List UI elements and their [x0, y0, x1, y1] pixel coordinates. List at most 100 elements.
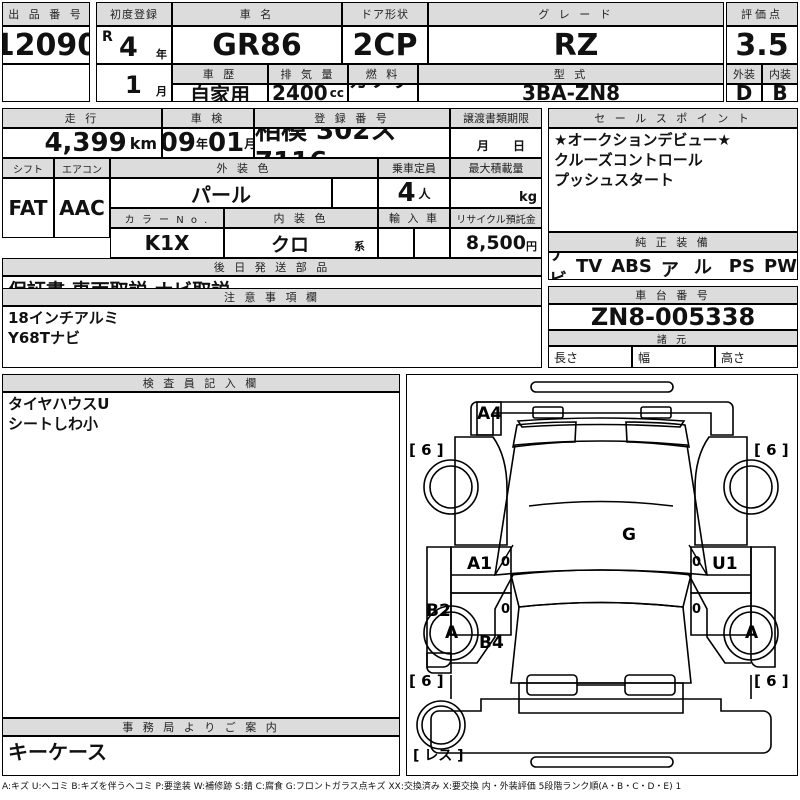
damage-mark-g[interactable]: G	[622, 525, 636, 545]
mileage-header: 走 行	[2, 108, 162, 128]
tire-depth-front-right[interactable]: [ 6 ]	[754, 441, 789, 459]
sales-point-line-3: プッシュスタート	[554, 170, 675, 189]
sales-point-header: セ ー ル ス ポ イ ン ト	[548, 108, 798, 128]
exterior-color-value: パール	[191, 182, 251, 207]
interior-color-value: クロ	[271, 233, 310, 256]
displacement-value: 2400	[272, 84, 328, 102]
notes-label: 注 意 事 項 欄	[224, 291, 320, 304]
color-no-value: K1X	[144, 231, 190, 255]
model-code-value-cell: 3BA-ZN8	[418, 84, 724, 102]
rating-value: 3.5	[735, 27, 789, 63]
rating-value-cell: 3.5	[726, 26, 798, 64]
door-shape-label: ドア形状	[361, 8, 409, 21]
interior-rank-label: 内装	[769, 68, 791, 81]
later-parts-label: 後 日 発 送 部 品	[213, 261, 331, 274]
tire-depth-rear-right[interactable]: [ 6 ]	[754, 672, 789, 690]
model-code-header: 型 式	[418, 64, 724, 84]
tire-depth-front-left[interactable]: [ 6 ]	[409, 441, 444, 459]
reg-number-value-cell: 相模 302ス7116	[254, 128, 450, 158]
notes-line-1: 18インチアルミ	[8, 309, 119, 327]
first-reg-year-cell: R 4 年	[96, 26, 172, 64]
door-shape-value: 2CP	[352, 27, 418, 63]
grade-value-cell: RZ	[428, 26, 724, 64]
reg-month-unit: 月	[156, 85, 167, 98]
vehicle-outline-svg	[416, 381, 779, 768]
car-history-value: 自家用	[190, 84, 250, 102]
door-shape-header: ドア形状	[342, 2, 428, 26]
transfer-doc-value-cell: 月 日	[450, 128, 542, 158]
wheel-front-right-icon	[723, 459, 779, 515]
imported-label: 輸 入 車	[389, 212, 439, 225]
mileage-value: 4,399	[44, 128, 127, 158]
aircon-value-cell: AAC	[54, 178, 110, 238]
shaken-month-unit: 月	[244, 135, 253, 152]
interior-color-header: 内 装 色	[224, 208, 378, 228]
recycle-fee-value: 8,500	[465, 232, 526, 254]
tire-depth-rear-left[interactable]: [ 6 ]	[409, 672, 444, 690]
shaken-month-value: 01	[208, 128, 245, 158]
reg-month-value: 1	[125, 71, 142, 99]
first-reg-header: 初度登録	[96, 2, 172, 26]
max-load-value-cell: kg	[450, 178, 542, 208]
wheel-mark-rear-right[interactable]: A	[745, 623, 759, 643]
shift-label: シフト	[13, 164, 43, 176]
damage-mark-b2[interactable]: B2	[426, 601, 451, 621]
exterior-color-value-cell: パール	[110, 178, 332, 208]
later-parts-header: 後 日 発 送 部 品	[2, 258, 542, 276]
damage-mark-u1[interactable]: U1	[712, 554, 738, 574]
model-code-value: 3BA-ZN8	[521, 84, 621, 102]
transfer-day-unit: 日	[512, 139, 525, 153]
notes-line-2: Y68Tナビ	[8, 328, 80, 347]
exterior-color-extra-cell	[332, 178, 378, 208]
wheel-mark-rear-left[interactable]: A	[445, 623, 459, 643]
spec-width-cell: 幅	[632, 346, 715, 368]
damage-mark-zero-rf[interactable]: 0	[692, 555, 702, 570]
lot-no-value: 12090	[3, 27, 89, 63]
chassis-no-header: 車 台 番 号	[548, 286, 798, 304]
seating-value: 4	[397, 178, 416, 208]
damage-mark-a4[interactable]: A4	[477, 404, 502, 424]
genuine-equipment-label: 純 正 装 備	[635, 236, 711, 249]
damage-mark-zero-lf[interactable]: 0	[501, 555, 511, 570]
inspector-notes-header: 検 査 員 記 入 欄	[2, 374, 400, 392]
exterior-rank-value: D	[735, 84, 753, 102]
notes-body: 18インチアルミ Y68Tナビ	[2, 306, 542, 368]
fuel-header: 燃 料	[348, 64, 418, 84]
reg-year-unit: 年	[156, 48, 167, 61]
door-shape-value-cell: 2CP	[342, 26, 428, 64]
specs-header: 諸 元	[548, 330, 798, 346]
wheel-rear-right-icon	[723, 605, 779, 661]
interior-color-value-cell: クロ 系	[224, 228, 378, 258]
office-notice-body: キーケース	[2, 736, 400, 776]
reg-number-value: 相模 302ス7116	[255, 128, 397, 157]
color-no-label: カ ラ ー N o .	[124, 214, 210, 226]
recycle-fee-unit: 円	[526, 240, 537, 253]
grade-label: グ レ ー ド	[538, 8, 614, 21]
damage-mark-b4[interactable]: B4	[479, 633, 504, 653]
vehicle-damage-diagram[interactable]: A4 G A1 U1 B2 B4 0 0 0 0 A A [ 6 ] [ 6 ]…	[406, 374, 798, 776]
fuel-value-cell: ガソリン	[348, 84, 418, 102]
chassis-no-value: ZN8-005338	[590, 304, 756, 330]
inspector-notes-line-1: タイヤハウスU	[8, 395, 110, 413]
equipment-pw: PW	[763, 255, 797, 277]
displacement-label: 排 気 量	[280, 68, 336, 81]
damage-mark-zero-rr[interactable]: 0	[692, 602, 702, 617]
spare-tire-label[interactable]: [ レス ]	[413, 748, 464, 764]
sales-point-label: セ ー ル ス ポ イ ン ト	[594, 112, 752, 125]
damage-mark-zero-lr[interactable]: 0	[501, 602, 511, 617]
spare-tire-icon	[416, 700, 466, 750]
imported-value-cell-a	[378, 228, 414, 258]
displacement-unit: cc	[329, 86, 344, 100]
shift-value-cell: FAT	[2, 178, 54, 238]
imported-value-cell-b	[414, 228, 450, 258]
damage-mark-a1[interactable]: A1	[467, 554, 492, 574]
shift-value: FAT	[8, 196, 48, 220]
seating-header: 乗車定員	[378, 158, 450, 178]
interior-color-suffix: 系	[354, 240, 365, 253]
spec-height-label: 高さ	[721, 350, 746, 365]
genuine-equipment-header: 純 正 装 備	[548, 232, 798, 252]
office-notice-label: 事 務 局 よ り ご 案 内	[122, 721, 280, 734]
